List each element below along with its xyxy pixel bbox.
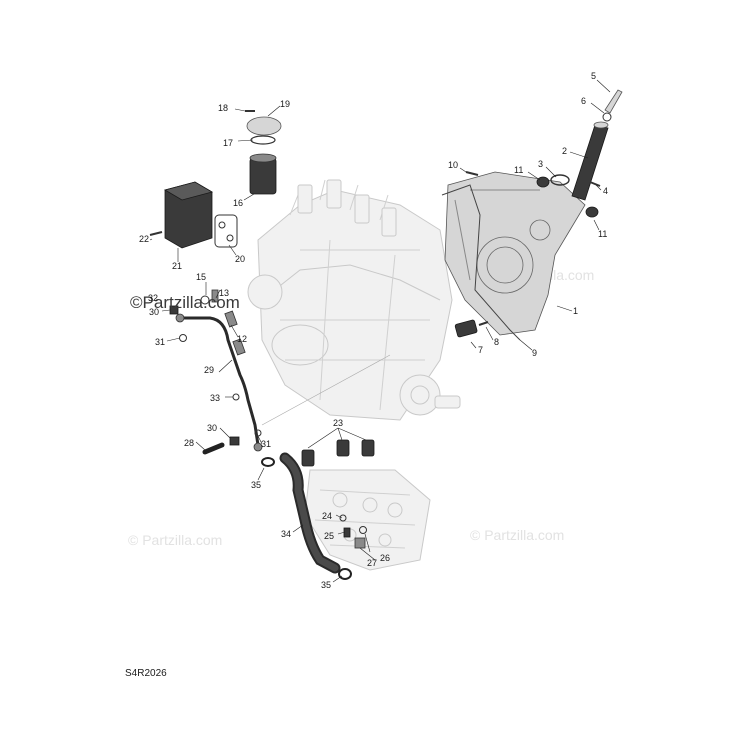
callout-18: 18 (218, 103, 228, 113)
watermark-left: © Partzilla.com (128, 532, 222, 548)
callout-32: 32 (148, 293, 158, 303)
gasket-20-part (214, 214, 238, 248)
washer-15-part (200, 295, 210, 305)
callout-35-upper: 35 (251, 480, 261, 490)
washer-33-part (232, 393, 240, 401)
callout-31-upper: 31 (155, 337, 165, 347)
callout-17: 17 (223, 138, 233, 148)
cover-gasket-part (441, 184, 521, 341)
callout-10: 10 (448, 160, 458, 170)
callout-23: 23 (333, 418, 343, 428)
bushing-lower-part (585, 206, 599, 218)
line-clamp-part (232, 338, 246, 356)
screw-10-part (465, 171, 479, 176)
fitting-13-part (211, 289, 219, 303)
oil-line-29-part (178, 316, 260, 447)
dipstick-o-ring-part (602, 112, 612, 122)
callout-1: 1 (573, 306, 578, 316)
oil-pan-illustration (304, 469, 431, 571)
bolt-30-lower-part (229, 436, 240, 446)
callout-12: 12 (237, 334, 247, 344)
callout-labels: 1 2 3 4 5 6 7 8 9 10 11 11 12 13 15 16 1… (139, 71, 608, 590)
screw-8-part (478, 321, 489, 326)
callout-13: 13 (219, 288, 229, 298)
callout-30-upper: 30 (149, 307, 159, 317)
fitting-12-part (224, 310, 238, 328)
callout-9: 9 (532, 348, 537, 358)
callout-30-lower: 30 (207, 423, 217, 433)
dipstick-part (604, 89, 623, 114)
callout-24: 24 (322, 511, 332, 521)
washer-26-part (359, 526, 367, 534)
filter-cover-19-part (246, 116, 282, 136)
callout-35-lower: 35 (321, 580, 331, 590)
callout-7: 7 (478, 345, 483, 355)
clamp-35-lower-part (338, 568, 352, 580)
callout-2: 2 (562, 146, 567, 156)
filler-tube-part (571, 121, 609, 201)
screw-4-part (589, 181, 601, 187)
clamp-35-upper-part (261, 457, 275, 467)
brand-stamp: ©Partzilla.com (130, 293, 240, 312)
callout-3: 3 (538, 159, 543, 169)
callout-19: 19 (280, 99, 290, 109)
o-ring-3-part (550, 174, 570, 186)
callout-31-lower: 31 (261, 439, 271, 449)
callout-16: 16 (233, 198, 243, 208)
washer-31-upper-part (179, 334, 187, 342)
oil-cooler-21-part (163, 181, 214, 249)
callout-34: 34 (281, 529, 291, 539)
bolt-28-part (202, 442, 225, 455)
bushing-upper-part (536, 176, 550, 188)
callout-15: 15 (196, 272, 206, 282)
callout-20: 20 (235, 254, 245, 264)
banjo-fitting-lower (253, 442, 263, 452)
plug-27-part (354, 537, 366, 549)
callout-28: 28 (184, 438, 194, 448)
o-ring-17-part (250, 135, 276, 145)
callout-11-upper: 11 (514, 165, 523, 175)
diagram-reference-code: S4R2026 (125, 668, 167, 679)
leader-lines (149, 79, 611, 583)
plug-25-part (343, 527, 351, 538)
watermark-right: © Partzilla.com (470, 527, 564, 543)
callout-26: 26 (380, 553, 390, 563)
callout-33: 33 (210, 393, 220, 403)
callout-11-lower: 11 (598, 229, 607, 239)
engine-block-illustration (247, 179, 461, 421)
screw-22-part (149, 231, 163, 236)
banjo-fitting-upper (175, 313, 185, 323)
callout-25: 25 (324, 531, 334, 541)
washer-24-part (339, 514, 347, 522)
callout-6: 6 (581, 96, 586, 106)
engine-cover-part (444, 171, 586, 336)
callout-4: 4 (603, 186, 608, 196)
callout-22: 22 (139, 234, 149, 244)
guide-line (261, 354, 391, 426)
sensor-7-part (454, 319, 478, 338)
nozzles-23-part (301, 439, 375, 467)
callout-29: 29 (204, 365, 214, 375)
callout-21: 21 (172, 261, 182, 271)
oil-filter-16-part (249, 153, 277, 195)
hose-34-highlight (281, 454, 339, 572)
callout-8: 8 (494, 337, 499, 347)
callout-5: 5 (591, 71, 596, 81)
callout-27: 27 (367, 558, 377, 568)
